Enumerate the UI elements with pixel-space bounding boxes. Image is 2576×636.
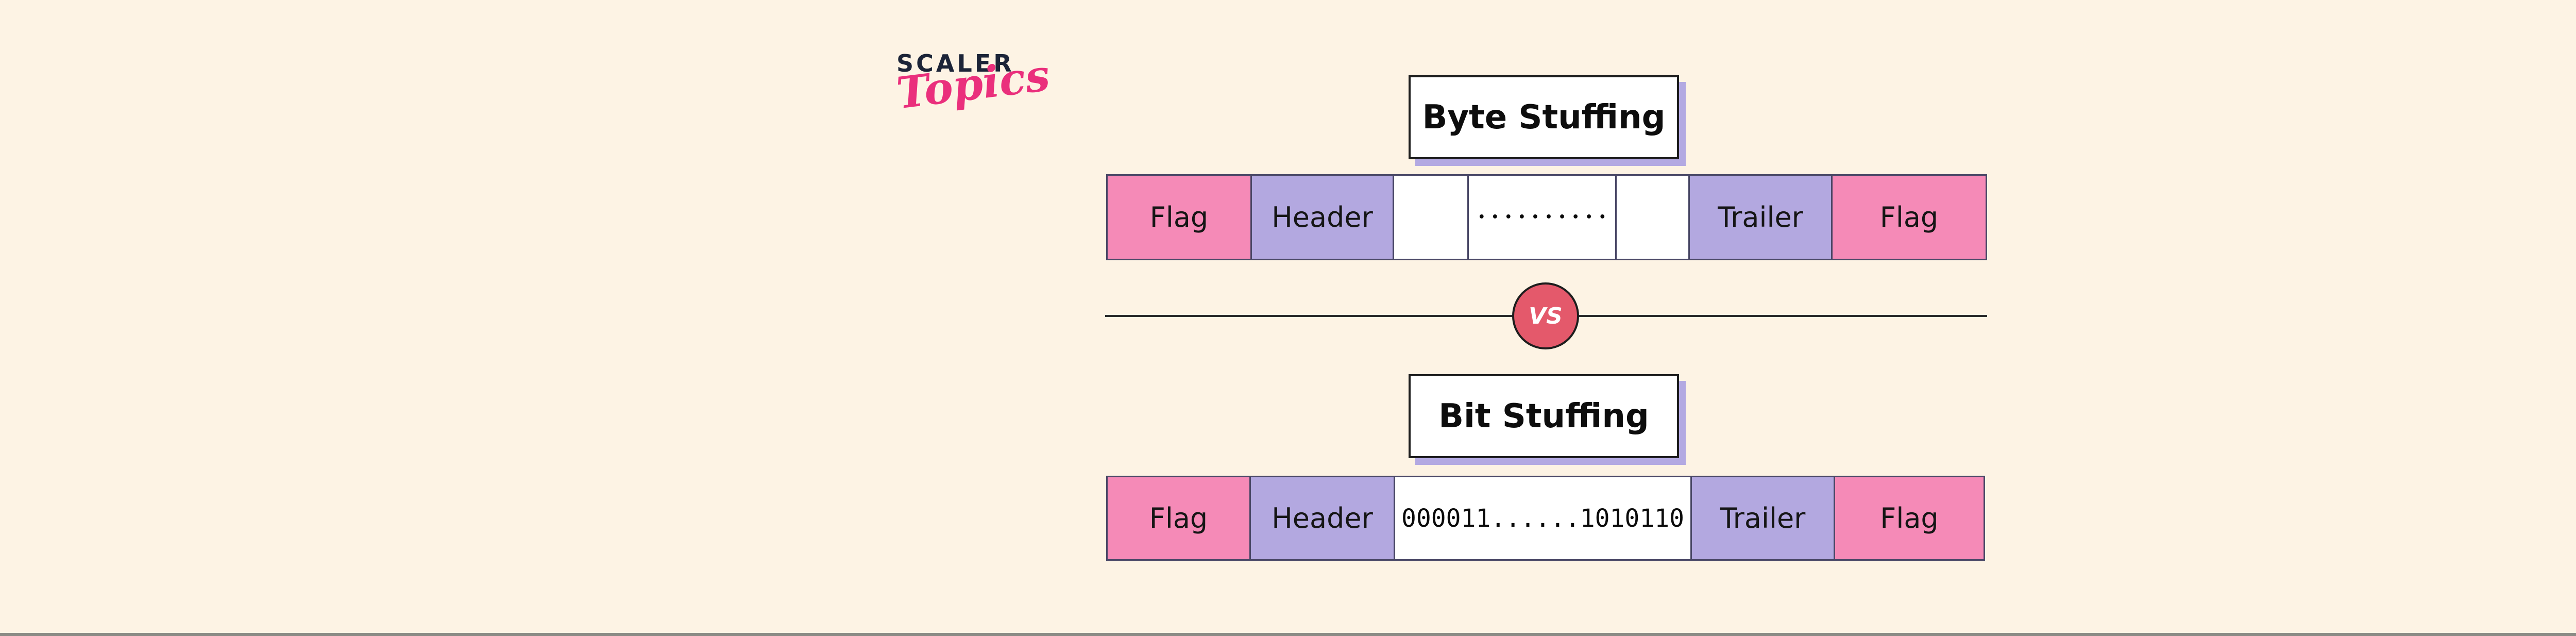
bit-frame-binary-data: 000011......1010110 <box>1395 477 1692 559</box>
bit-frame-header: Header <box>1251 477 1395 559</box>
logo-scaler-text: SCALER <box>896 49 1014 77</box>
bit-stuffing-title-label: Bit Stuffing <box>1438 397 1649 436</box>
vs-badge-label: VS <box>1529 303 1563 329</box>
byte-stuffing-frame: Flag Header •••••••••• Trailer Flag <box>1106 174 1987 260</box>
byte-stuffing-title: Byte Stuffing <box>1409 75 1679 159</box>
byte-frame-trailer: Trailer <box>1690 176 1833 259</box>
byte-frame-flag-right: Flag <box>1833 176 1986 259</box>
bit-stuffing-title: Bit Stuffing <box>1409 374 1679 458</box>
byte-stuffing-title-label: Byte Stuffing <box>1422 98 1666 137</box>
bit-frame-flag-left: Flag <box>1108 477 1251 559</box>
bit-frame-trailer: Trailer <box>1692 477 1835 559</box>
byte-frame-payload-dots: •••••••••• <box>1469 176 1617 259</box>
bit-stuffing-frame: Flag Header 000011......1010110 Trailer … <box>1106 476 1985 561</box>
scaler-topics-logo: SCALER Topics <box>894 49 1053 119</box>
byte-frame-payload-left <box>1394 176 1469 259</box>
bottom-edge-bar <box>0 633 2576 636</box>
byte-frame-header: Header <box>1252 176 1394 259</box>
byte-frame-flag-left: Flag <box>1108 176 1252 259</box>
vs-badge: VS <box>1512 282 1579 349</box>
byte-frame-payload-right <box>1617 176 1690 259</box>
bit-frame-flag-right: Flag <box>1835 477 1984 559</box>
